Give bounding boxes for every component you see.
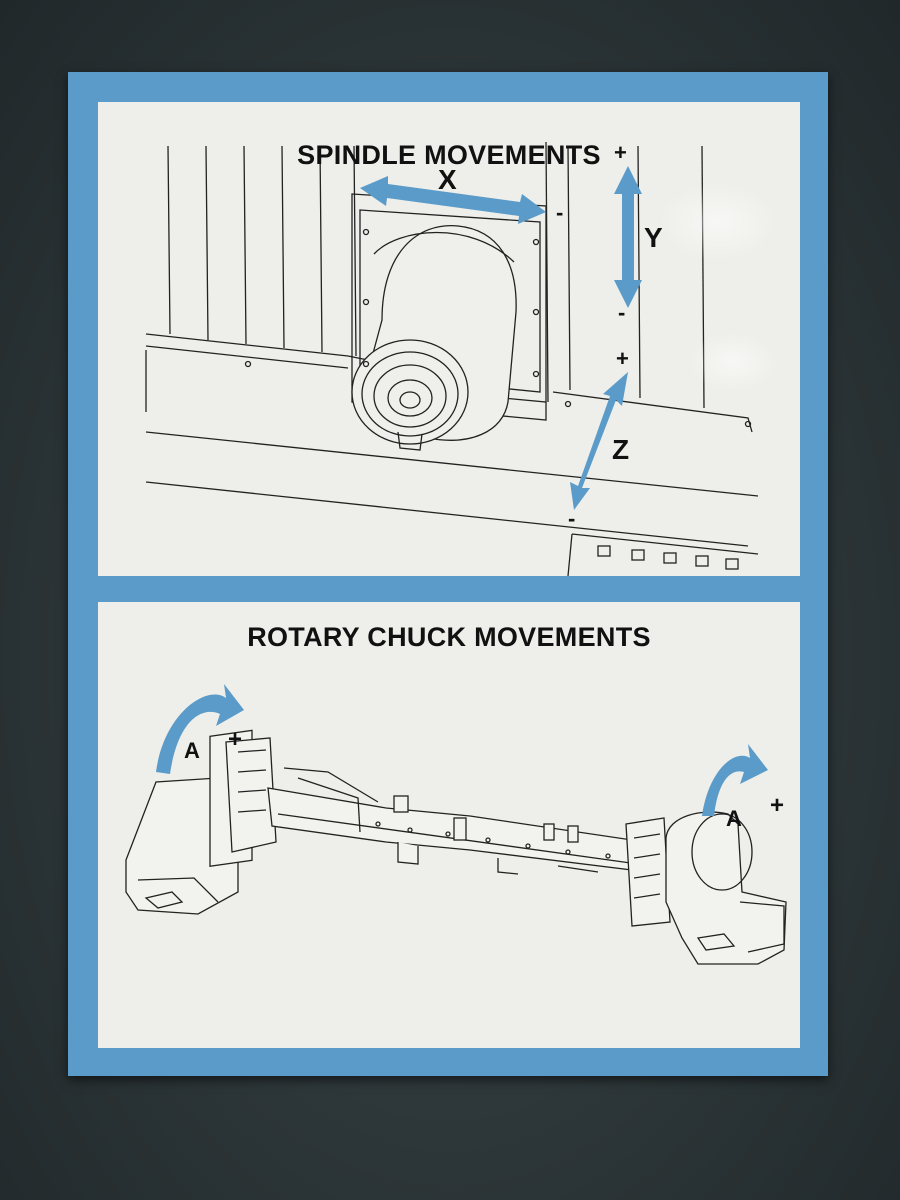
y-axis-label: Y (644, 222, 663, 253)
a-plus-sign-left: + (228, 726, 243, 753)
spindle-movements-panel: SPINDLE MOVEMENTS X - + Y - + Z - (98, 102, 800, 576)
rotary-chuck-movements-panel: ROTARY CHUCK MOVEMENTS A + A + (98, 602, 800, 1048)
a-plus-sign-right: + (770, 792, 785, 819)
light-glare (658, 182, 778, 262)
rotary-chuck-illustration (125, 684, 787, 965)
y-minus-sign: - (618, 300, 626, 325)
a-axis-label-right: A (726, 806, 742, 831)
z-axis-arrow (570, 372, 628, 510)
z-plus-sign: + (616, 346, 629, 371)
instruction-plate: SPINDLE MOVEMENTS X - + Y - + Z - (68, 72, 828, 1076)
a-axis-arrow-right (702, 744, 768, 816)
spindle-illustration (145, 141, 759, 576)
z-axis-label: Z (612, 434, 630, 465)
light-glare (688, 332, 778, 392)
a-axis-arrow-left (156, 684, 244, 774)
a-axis-label-left: A (184, 738, 200, 763)
x-axis-arrow (360, 176, 546, 224)
rotary-chuck-movements-title: ROTARY CHUCK MOVEMENTS (247, 622, 651, 652)
y-plus-sign: + (614, 140, 627, 165)
x-axis-label: X (438, 164, 457, 195)
x-minus-sign: - (556, 200, 564, 225)
y-axis-arrow (614, 166, 642, 308)
z-minus-sign: - (568, 506, 576, 531)
spindle-movements-title: SPINDLE MOVEMENTS (297, 140, 601, 170)
